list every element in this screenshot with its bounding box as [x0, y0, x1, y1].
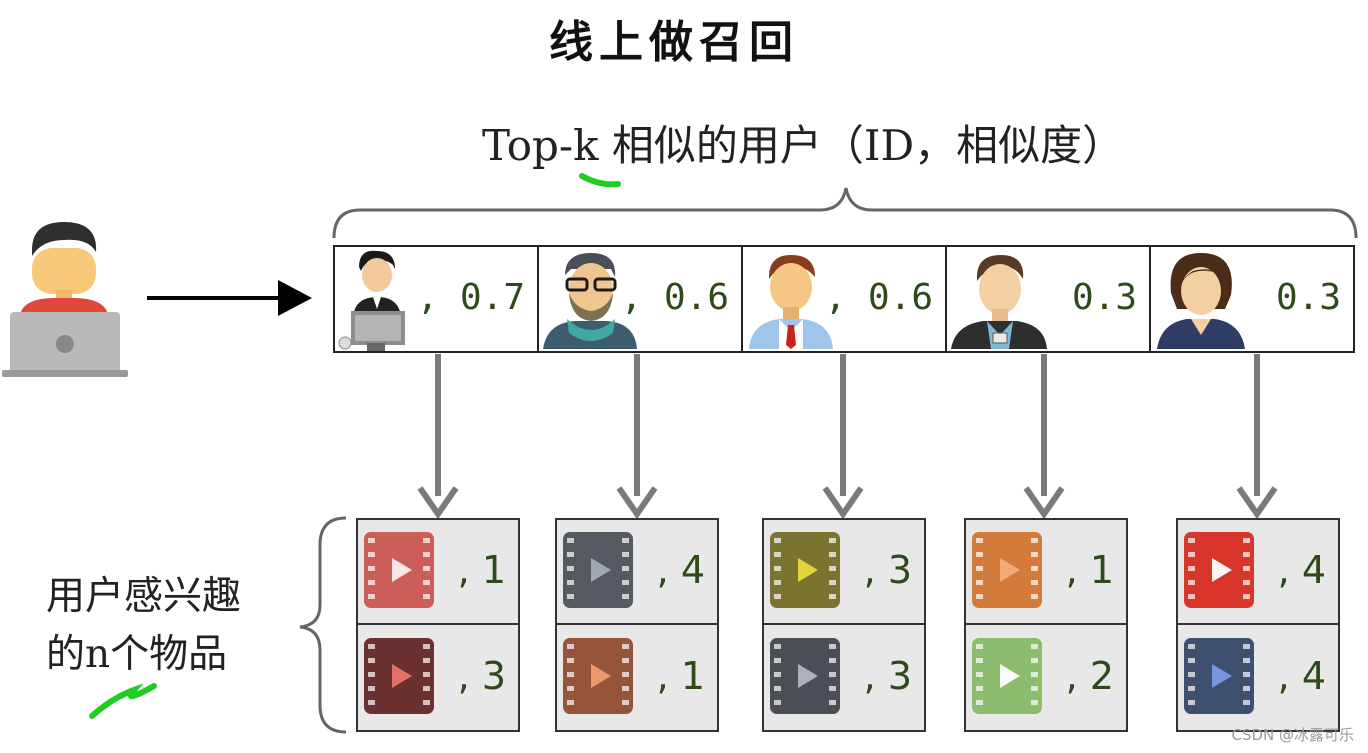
- similar-user-cell: 0.3: [1151, 247, 1353, 351]
- item-score: , 3: [863, 654, 912, 698]
- item-score: , 4: [656, 548, 705, 592]
- item-group: , 4 , 1: [555, 518, 719, 732]
- similarity-score: 0.3: [1071, 277, 1137, 318]
- item-group: , 1 , 3: [356, 518, 520, 732]
- video-icon: [563, 638, 633, 714]
- video-icon: [770, 532, 840, 608]
- video-icon: [1184, 638, 1254, 714]
- video-icon: [563, 532, 633, 608]
- similar-users-row: , 0.7 , 0.6 , 0.6: [333, 245, 1355, 353]
- item-score: , 3: [457, 654, 506, 698]
- similar-user-cell: , 0.6: [743, 247, 947, 351]
- similar-user-cell: , 0.7: [335, 247, 539, 351]
- green-mark-left: [89, 683, 157, 719]
- item-cell: , 1: [358, 520, 518, 625]
- similarity-score: 0.3: [1275, 277, 1341, 318]
- man-tie-icon: [749, 255, 833, 349]
- item-score: , 3: [863, 548, 912, 592]
- businessman-laptop-icon: [338, 250, 405, 351]
- item-cell: , 1: [966, 520, 1126, 625]
- item-cell: , 4: [1178, 520, 1338, 625]
- watermark: CSDN @冰露可乐: [1231, 726, 1354, 744]
- item-cell: , 1: [557, 626, 717, 731]
- similarity-score: , 0.6: [620, 277, 729, 318]
- item-cell: , 3: [764, 520, 924, 625]
- top-k-label: Top-k 相似的用户（ID，相似度）: [482, 121, 1125, 170]
- item-group: , 3 , 3: [762, 518, 926, 732]
- similar-user-cell: 0.3: [947, 247, 1151, 351]
- item-cell: , 4: [557, 520, 717, 625]
- item-score: , 1: [457, 548, 506, 592]
- label-line-1: 用户感兴趣: [46, 574, 242, 619]
- item-score: , 1: [1065, 548, 1114, 592]
- page-title: 线上做召回: [549, 17, 799, 68]
- label-line-2: 的n个物品: [46, 632, 228, 677]
- item-score: , 4: [1277, 548, 1326, 592]
- video-icon: [364, 532, 434, 608]
- top-brace: [332, 187, 1358, 239]
- man-badge-icon: [951, 255, 1047, 349]
- similarity-score: , 0.6: [824, 277, 933, 318]
- item-cell: , 3: [764, 626, 924, 731]
- similarity-score: , 0.7: [416, 277, 525, 318]
- video-icon: [972, 532, 1042, 608]
- woman-icon: [1157, 253, 1245, 349]
- interested-items-label: 用户感兴趣 的n个物品: [46, 568, 296, 684]
- item-group: , 1 , 2: [964, 518, 1128, 732]
- similar-user-cell: , 0.6: [539, 247, 743, 351]
- man-glasses-scarf-icon: [543, 253, 637, 349]
- item-cell: , 2: [966, 626, 1126, 731]
- item-group: , 4 , 4: [1176, 518, 1340, 732]
- video-icon: [364, 638, 434, 714]
- video-icon: [1184, 532, 1254, 608]
- item-cell: , 3: [358, 626, 518, 731]
- item-cell: , 4: [1178, 626, 1338, 731]
- item-score: , 1: [656, 654, 705, 698]
- video-icon: [972, 638, 1042, 714]
- item-score: , 2: [1065, 654, 1114, 698]
- left-brace: [299, 516, 347, 734]
- green-mark-top: [579, 173, 621, 188]
- video-icon: [770, 638, 840, 714]
- query-user-icon: [2, 222, 128, 377]
- item-score: , 4: [1277, 654, 1326, 698]
